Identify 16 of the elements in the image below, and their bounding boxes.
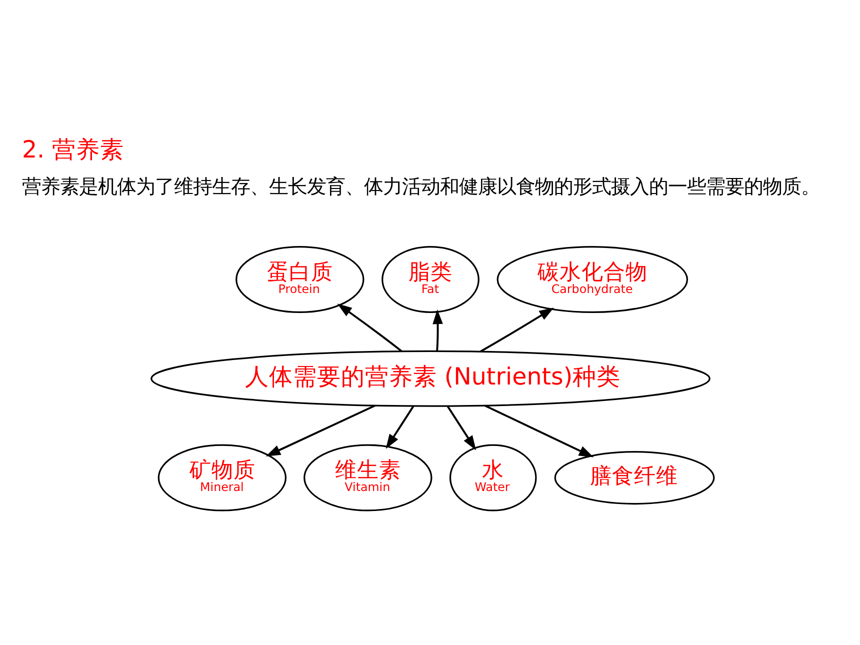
node-ellipse: 膳食纤维 — [554, 450, 714, 505]
node-ellipse: 人体需要的营养素 (Nutrients)种类 — [150, 350, 710, 407]
arrow — [446, 406, 476, 450]
arrow — [480, 308, 554, 352]
node-ellipse: 水 Water — [448, 444, 536, 512]
node-ellipse: 蛋白质 Protein — [235, 246, 364, 313]
node-ellipse: 脂类 Fat — [381, 246, 479, 313]
arrow — [336, 304, 402, 352]
arrow — [484, 404, 594, 458]
diagram-title: 2. 营养素 — [21, 136, 124, 164]
label: 营养素是机体为了维持生存、生长发育、体力活动和健康以食物的形式摄入的一些需要的物质。 — [21, 175, 820, 198]
arrow — [265, 404, 375, 456]
node-ellipse: 碳水化合物 Carbohydrate — [496, 246, 688, 313]
arrow — [385, 406, 414, 449]
node-ellipse: 维生素 Vitamin — [303, 444, 432, 512]
arrow — [432, 309, 442, 351]
